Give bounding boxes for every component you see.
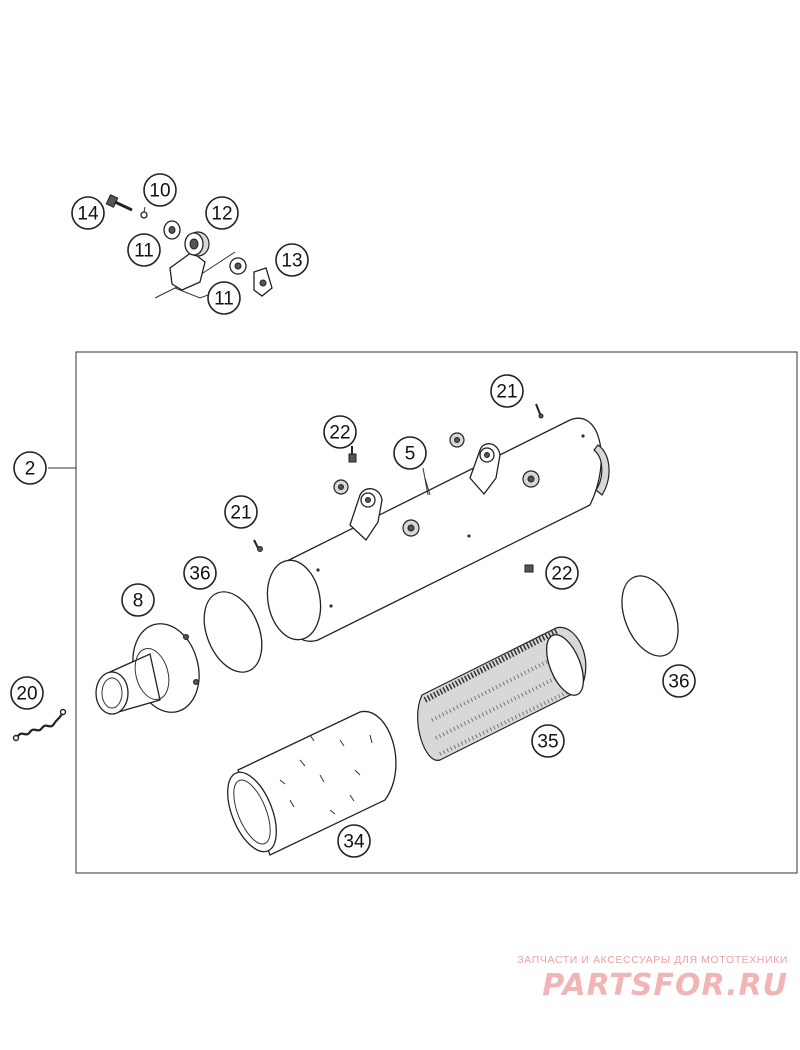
callout-20: 20 [10,676,44,710]
washer-10 [140,211,148,219]
rivet-21-a [535,403,544,419]
mount-hardware-group [105,194,273,299]
callout-10: 10 [143,173,177,207]
callout-21-a: 21 [490,374,524,408]
gasket-36-b [621,575,679,657]
callout-13: 13 [275,243,309,277]
svg-text:13: 13 [281,251,302,272]
callout-11-b: 11 [207,281,241,315]
svg-text:34: 34 [343,832,365,853]
svg-text:14: 14 [77,204,99,225]
bracket [169,251,206,291]
callout-8: 8 [121,583,155,617]
screw-22-b [524,564,534,573]
svg-text:36: 36 [189,564,210,585]
bolt-14 [105,194,133,212]
rubber-mount-12 [184,231,210,257]
svg-text:22: 22 [329,423,350,444]
svg-text:11: 11 [214,289,234,310]
svg-text:21: 21 [496,382,517,403]
callout-36-b: 36 [662,664,696,698]
callout-14: 14 [71,196,105,230]
callout-21-b: 21 [224,495,258,529]
rivet-21-b [253,539,263,552]
callout-36-a: 36 [183,556,217,590]
svg-text:2: 2 [25,459,36,480]
svg-text:10: 10 [149,181,170,202]
grommet-11-b [229,257,247,275]
callout-34: 34 [337,824,371,858]
packing-34 [227,710,397,856]
leader-lines [143,206,429,496]
svg-text:35: 35 [537,732,558,753]
callout-22-a: 22 [323,415,357,449]
watermark-tagline: ЗАПЧАСТИ И АКСЕССУАРЫ ДЛЯ МОТОТЕХНИКИ [517,954,788,966]
svg-text:20: 20 [16,684,37,705]
callout-11-a: 11 [127,233,161,267]
gasket-36-a [203,591,263,673]
svg-text:21: 21 [230,503,251,524]
callout-12: 12 [205,196,239,230]
callout-35: 35 [531,724,565,758]
svg-text:12: 12 [211,204,232,225]
svg-text:8: 8 [133,591,144,612]
svg-text:11: 11 [134,241,154,262]
screw-22-a [348,446,357,463]
spring-20 [12,708,67,742]
callout-2: 2 [13,451,47,485]
watermark-logo: PARTSFOR.RU [542,968,788,1003]
svg-text:5: 5 [405,444,416,465]
callout-5: 5 [393,436,427,470]
grommet-11-a [163,220,181,240]
assembly-frame [48,351,798,874]
callout-22-b: 22 [545,556,579,590]
svg-text:36: 36 [668,672,689,693]
end-cap-8 [95,623,200,715]
silencer-body-5 [266,417,610,642]
perforated-pipe-35 [417,626,587,761]
svg-text:22: 22 [551,564,572,585]
